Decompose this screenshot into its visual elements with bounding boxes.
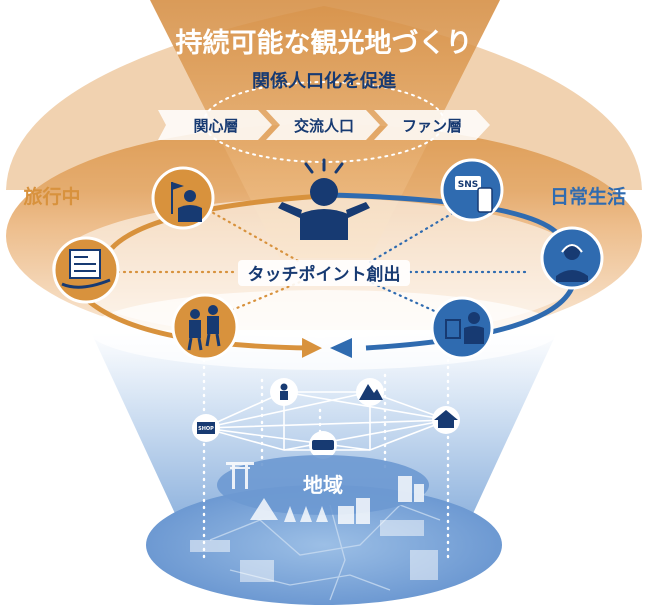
page-title: 持続可能な観光地づくり — [176, 27, 473, 59]
stage-label-3: ファン層 — [402, 117, 462, 135]
village-silhouette — [250, 476, 424, 524]
center-label: タッチポイント創出 — [248, 264, 401, 285]
touchpoint-dots — [116, 208, 530, 320]
daily-arc-bottom — [365, 281, 577, 351]
guide-with-flag-icon — [151, 166, 215, 230]
shrine-icon — [432, 406, 460, 434]
mountain-icon — [356, 378, 384, 406]
train-icon — [309, 431, 337, 459]
torii-gate-icon — [226, 462, 254, 489]
shopping-bag-person-icon — [430, 296, 494, 360]
stage-chevron-1 — [158, 110, 272, 140]
sns-badge: SNS — [458, 180, 479, 190]
phase-travel-label: 旅行中 — [23, 185, 80, 208]
person-arms-out-icon — [278, 158, 370, 240]
subtitle: 関係人口化を促進 — [252, 70, 396, 92]
base-blocks — [190, 520, 438, 582]
stage-label-1: 関心層 — [193, 117, 238, 135]
checklist-on-hand-icon — [52, 236, 120, 304]
stage-label-2: 交流人口 — [294, 117, 354, 135]
sns-phone-icon: SNS — [440, 158, 504, 222]
region-ellipse — [217, 455, 429, 515]
lower-cone — [90, 330, 558, 520]
headset-operator-icon — [540, 226, 604, 290]
shop-icon: SHOP — [192, 414, 220, 442]
backpackers-icon — [171, 293, 239, 361]
region-label: 地域 — [303, 473, 343, 497]
daily-arrowhead — [330, 338, 352, 358]
farmer-icon — [270, 378, 298, 406]
vertical-dots — [202, 358, 450, 562]
shop-sign: SHOP — [198, 426, 214, 432]
stage-flow: 関心層 交流人口 ファン層 — [158, 110, 490, 140]
center-label-bg — [238, 260, 410, 286]
phase-daily-label: 日常生活 — [550, 185, 626, 208]
stage-chevron-2 — [266, 110, 380, 140]
stage-chevron-3 — [374, 110, 490, 140]
